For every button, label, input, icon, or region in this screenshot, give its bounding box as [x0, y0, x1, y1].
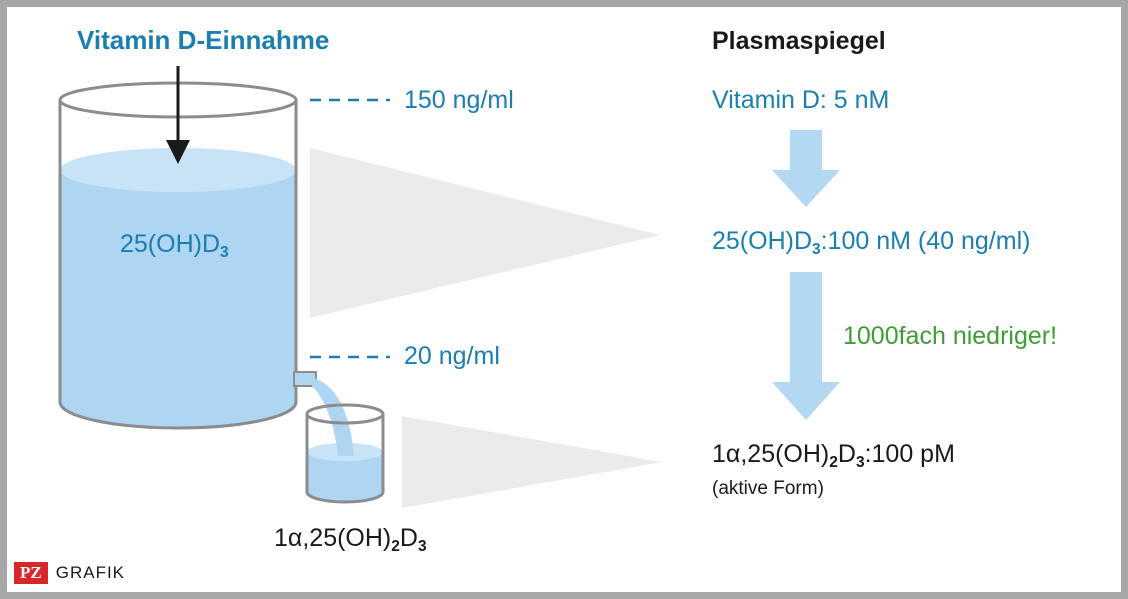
pz-grafik-logo: PZ GRAFIK — [14, 562, 125, 584]
plasma-active-sub2: 3 — [855, 453, 865, 471]
tank-water-surface — [60, 148, 296, 192]
tank-water — [60, 170, 296, 428]
upper-funnel — [310, 148, 660, 318]
intake-label: Vitamin D-Einnahme — [77, 25, 330, 55]
active-note: (aktive Form) — [712, 478, 824, 499]
plasma-hydroxy-sub: 3 — [812, 240, 821, 258]
pouring-stream — [312, 378, 354, 456]
lower-funnel — [402, 416, 662, 508]
cup-label-sub2: 3 — [417, 537, 427, 555]
plasma-active-prefix: 1α,25(OH) — [712, 440, 830, 468]
factor-note: 1000fach niedriger! — [843, 322, 1058, 350]
plasma-active-rest: :100 pM — [864, 440, 955, 468]
logo-box: PZ — [14, 562, 48, 584]
upper-level-label: 150 ng/ml — [404, 86, 514, 114]
plasma-hydroxy: 25(OH)D3:100 nM (40 ng/ml) — [712, 227, 1031, 258]
plasma-active-mid: D — [837, 440, 856, 468]
plasma-vitamin-d: Vitamin D: 5 nM — [712, 86, 890, 114]
cup-water — [307, 452, 383, 502]
cup-rim — [305, 403, 385, 425]
cup-label-sub1: 2 — [391, 537, 400, 555]
arrow-down-1 — [772, 130, 840, 207]
arrow-down-2 — [772, 272, 840, 420]
lower-level-label: 20 ng/ml — [404, 342, 500, 370]
plasma-hydroxy-rest: :100 nM (40 ng/ml) — [820, 227, 1031, 255]
cup-bottom — [305, 491, 385, 504]
intake-arrow-head — [166, 140, 190, 164]
plasma-hydroxy-main: 25(OH)D — [712, 227, 813, 255]
tank-label-sub: 3 — [220, 243, 229, 261]
cup-label-mid: D — [399, 524, 418, 552]
tank-label-main: 25(OH)D — [120, 230, 221, 258]
plasma-active: 1α,25(OH)2D3:100 pM — [712, 440, 955, 471]
tank-bottom — [58, 401, 298, 430]
plasma-active-sub1: 2 — [829, 453, 838, 471]
cup-label: 1α,25(OH)2D3 — [274, 524, 427, 555]
logo-text: GRAFIK — [55, 563, 126, 582]
cup-label-prefix: 1α,25(OH) — [274, 524, 392, 552]
tank-label: 25(OH)D3 — [120, 230, 229, 261]
plasma-heading: Plasmaspiegel — [712, 27, 886, 55]
